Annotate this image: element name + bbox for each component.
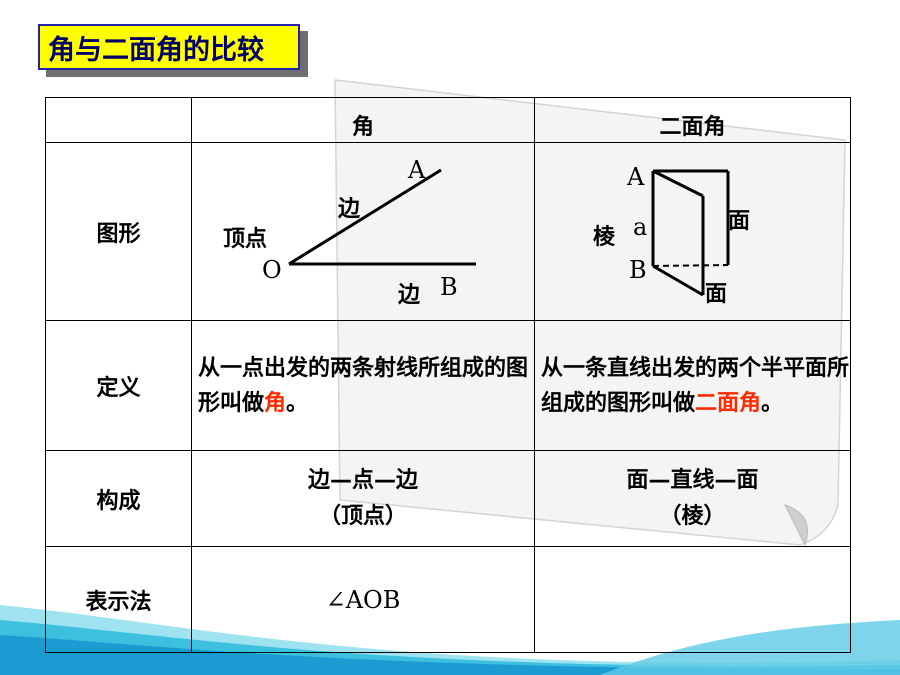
- header-empty-cell: [45, 97, 192, 143]
- angle-figure-cell: A O B 边 顶点 边: [191, 142, 535, 321]
- row-label-composition: 构成: [45, 450, 192, 547]
- row-label-definition: 定义: [45, 320, 192, 451]
- dihedral-edge-label: 棱: [593, 225, 616, 250]
- angle-vertex-label: 顶点: [223, 227, 268, 252]
- definition-dihedral-term: 二面角: [695, 390, 762, 416]
- dihedral-edge-letter: a: [633, 213, 648, 241]
- angle-side-label-bottom: 边: [398, 283, 421, 308]
- notation-dihedral: [534, 546, 851, 653]
- table-row-header: 角 二面角: [45, 97, 851, 143]
- header-angle: 角: [191, 97, 535, 143]
- table-row-definition: 定义 从一点出发的两条射线所组成的图形叫做角。 从一条直线出发的两个半平面所组成…: [45, 320, 851, 451]
- dihedral-figure-cell: A B a 棱 面 面: [534, 142, 851, 321]
- row-label-figure: 图形: [45, 142, 192, 321]
- definition-dihedral-end: 。: [761, 390, 784, 416]
- angle-side-label-top: 边: [338, 197, 361, 222]
- table-row-notation: 表示法 ∠AOB: [45, 546, 851, 653]
- table-row-composition: 构成 边—点—边 （顶点） 面—直线—面 （棱）: [45, 450, 851, 547]
- definition-dihedral: 从一条直线出发的两个半平面所组成的图形叫做二面角。: [534, 320, 851, 451]
- angle-point-b: B: [440, 273, 458, 301]
- definition-angle: 从一点出发的两条射线所组成的图形叫做角。: [191, 320, 535, 451]
- definition-dihedral-text: 从一条直线出发的两个半平面所组成的图形叫做: [541, 355, 850, 416]
- composition-angle: 边—点—边 （顶点）: [191, 450, 535, 547]
- page-title-text: 角与二面角的比较: [48, 34, 264, 66]
- dihedral-face-label-top: 面: [728, 209, 751, 234]
- composition-dihedral: 面—直线—面 （棱）: [534, 450, 851, 547]
- comparison-table: 角 二面角 图形 A O B 边 顶点 边: [45, 97, 851, 653]
- dihedral-face-label-bottom: 面: [705, 282, 728, 307]
- notation-angle: ∠AOB: [191, 546, 535, 653]
- definition-angle-term: 角: [264, 390, 287, 416]
- row-label-notation: 表示法: [45, 546, 192, 653]
- angle-point-o: O: [262, 256, 282, 284]
- dihedral-diagram: [651, 169, 730, 297]
- angle-point-a: A: [408, 156, 426, 184]
- table-row-figure: 图形 A O B 边 顶点 边 A B a: [45, 142, 851, 321]
- page-title: 角与二面角的比较: [38, 24, 300, 70]
- dihedral-point-b: B: [629, 256, 647, 284]
- composition-dihedral-line1: 面—直线—面: [626, 467, 759, 493]
- definition-angle-end: 。: [286, 390, 309, 416]
- angle-diagram: [288, 168, 476, 266]
- header-dihedral: 二面角: [534, 97, 851, 143]
- dihedral-point-a: A: [627, 163, 645, 191]
- composition-dihedral-line2: （棱）: [659, 503, 726, 529]
- composition-angle-line2: （顶点）: [318, 503, 407, 529]
- composition-angle-line1: 边—点—边: [307, 467, 418, 493]
- definition-angle-text: 从一点出发的两条射线所组成的图形叫做: [198, 355, 529, 416]
